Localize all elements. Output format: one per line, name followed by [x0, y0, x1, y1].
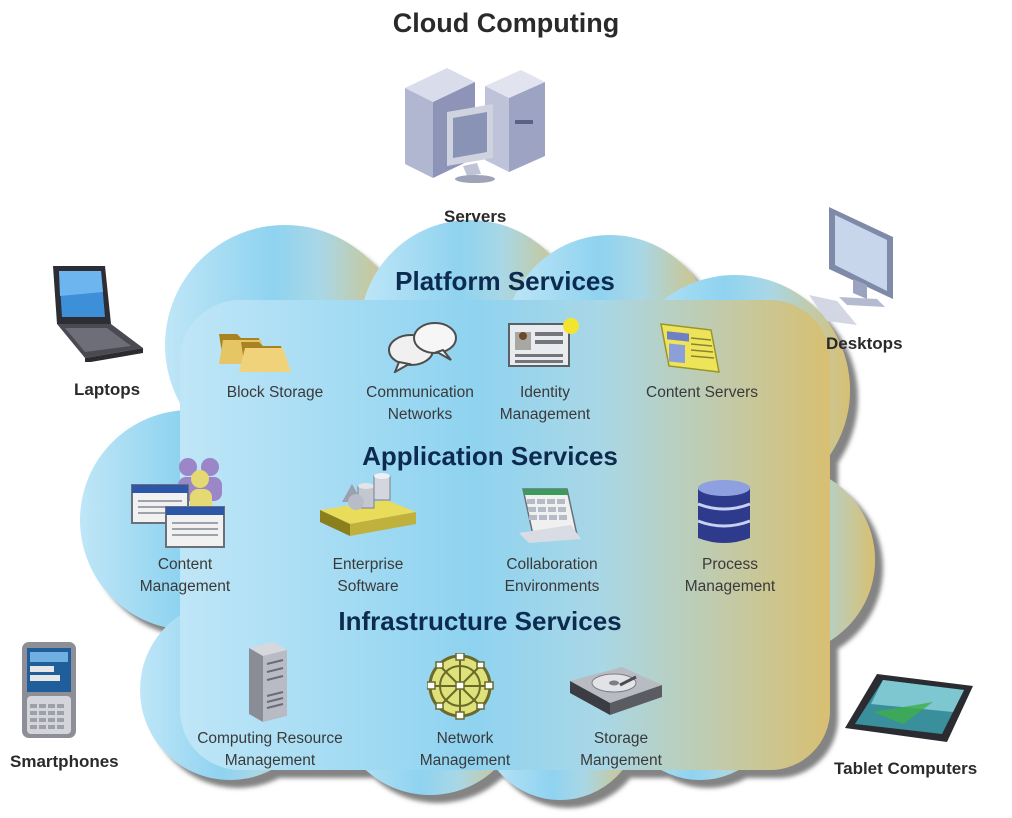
label-line: Content [157, 556, 213, 573]
label-line: Storage [593, 730, 649, 747]
label-line: Mangement [580, 752, 662, 769]
server-tower-icon [249, 642, 287, 722]
process-management-label: Process Management [665, 554, 795, 598]
laptop-icon [53, 266, 143, 362]
content-management-label: Content Management [120, 554, 250, 598]
database-icon [697, 480, 751, 543]
communication-networks-label: Communication Networks [350, 382, 490, 426]
label-line: Computing Resource [197, 730, 343, 747]
application-services-title: Application Services [362, 441, 618, 471]
hard-drive-icon [570, 667, 662, 715]
laptops-label: Laptops [74, 380, 141, 399]
platform-services-title: Platform Services [395, 266, 615, 296]
servers-icon [405, 68, 545, 183]
label-line: Identity [520, 384, 570, 401]
toolbox-shapes-icon [320, 473, 416, 536]
identity-management-label: Identity Management [480, 382, 610, 426]
label-line: Enterprise [332, 556, 404, 573]
label-line: Management [499, 406, 591, 423]
tablet-icon [845, 674, 973, 742]
label-line: Process [702, 556, 758, 573]
tablets-label: Tablet Computers [834, 759, 978, 778]
speech-bubbles-icon [388, 322, 457, 373]
folders-icon [219, 334, 291, 372]
label-line: Software [337, 578, 399, 595]
collaboration-environments-label: Collaboration Environments [482, 554, 622, 598]
label-line: Networks [387, 406, 453, 423]
page-title: Cloud Computing [392, 8, 620, 38]
label-line: Content Servers [646, 384, 758, 401]
id-card-icon [508, 318, 579, 367]
label-line: Management [684, 578, 776, 595]
label-line: Collaboration [506, 556, 598, 573]
network-management-label: Network Management [400, 728, 530, 772]
storage-management-label: Storage Mangement [556, 728, 686, 772]
label-line: Environments [504, 578, 600, 595]
label-line: Communication [366, 384, 474, 401]
newspaper-icon [660, 323, 720, 373]
spreadsheet-icon [519, 488, 581, 543]
network-globe-icon [427, 653, 494, 720]
label-line: Management [224, 752, 316, 769]
desktop-icon [809, 207, 893, 325]
computing-resource-management-label: Computing Resource Management [180, 728, 360, 772]
infrastructure-services-title: Infrastructure Services [338, 606, 622, 636]
label-line: Management [419, 752, 511, 769]
block-storage-label: Block Storage [210, 382, 340, 404]
content-servers-label: Content Servers [632, 382, 772, 404]
desktops-label: Desktops [826, 334, 903, 353]
smartphones-label: Smartphones [10, 752, 119, 771]
label-line: Block Storage [226, 384, 324, 401]
smartphone-icon [22, 642, 76, 738]
windows-people-icon [131, 458, 225, 548]
enterprise-software-label: Enterprise Software [303, 554, 433, 598]
label-line: Management [139, 578, 231, 595]
servers-label: Servers [444, 207, 507, 226]
label-line: Network [436, 730, 494, 747]
